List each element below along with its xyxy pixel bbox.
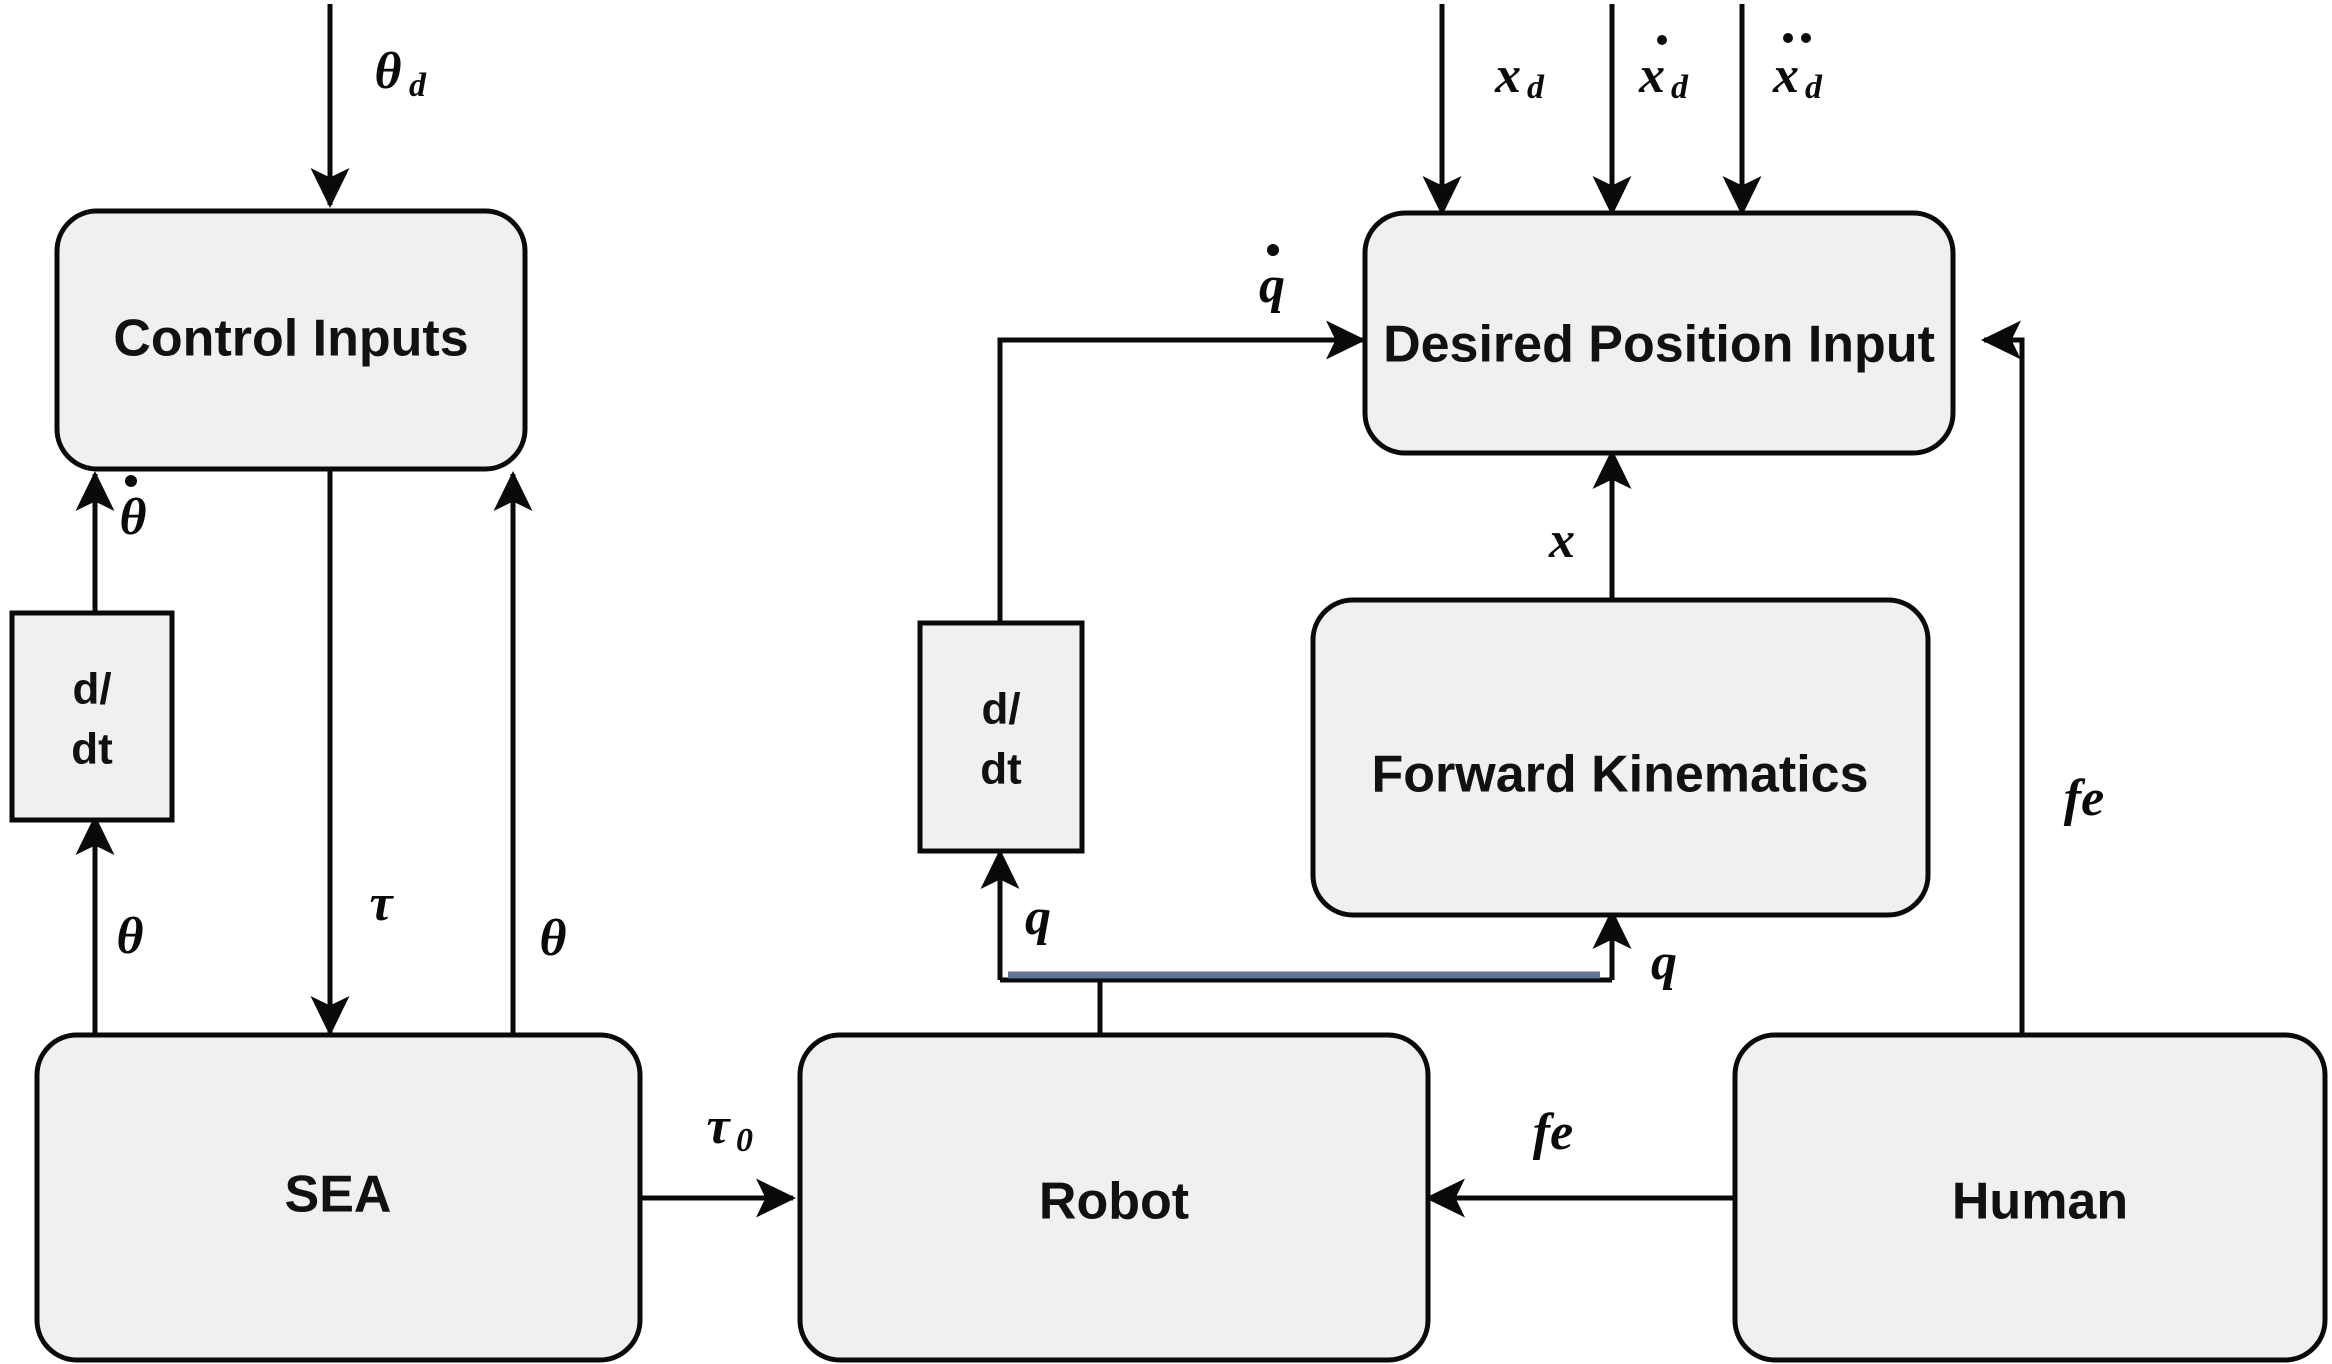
signal-label-fe-right: fe (2064, 770, 2104, 827)
signal-label-tau-0: τ 0 (706, 1098, 753, 1159)
signal-label-x-d: x d (1494, 47, 1545, 106)
block-control-inputs-shape (54, 208, 528, 472)
block-ddt-left-shape (9, 610, 175, 823)
signal-x-d-sub: d (1527, 69, 1545, 106)
block-ddt-right-line1: d/ (981, 685, 1020, 734)
signal-x-d-dot-sub: d (1671, 69, 1689, 106)
block-human-shape (1732, 1032, 2328, 1363)
signal-theta-dot-overdot (125, 475, 137, 487)
block-desired-position-input-shape (1362, 210, 1956, 456)
signal-x-d-ddot-sub: d (1805, 69, 1823, 106)
block-ddt-right[interactable]: d/ dt (917, 620, 1085, 854)
signal-x-d-dot-overdot (1657, 35, 1667, 45)
wire-fe-right (1981, 320, 2025, 1120)
signal-label-x: x (1548, 512, 1575, 569)
block-forward-kinematics[interactable]: Forward Kinematics (1310, 597, 1931, 918)
block-forward-kinematics-shape (1310, 597, 1931, 918)
signal-x-d-dot-base: x (1638, 47, 1665, 104)
block-ddt-right-line2: dt (980, 745, 1022, 794)
block-ddt-left-line2: dt (71, 725, 113, 774)
signal-x-d-ddot-overdot-1 (1783, 33, 1793, 43)
signal-label-theta-dot: θ (120, 475, 147, 546)
signal-q-dot-base: q (1259, 257, 1285, 314)
signal-label-x-d-dot: x d (1638, 35, 1689, 106)
block-ddt-left[interactable]: d/ dt (9, 610, 175, 823)
block-robot-label: Robot (1039, 1173, 1189, 1231)
signal-theta-dot-base: θ (120, 489, 147, 546)
block-forward-kinematics-label: Forward Kinematics (1371, 746, 1868, 804)
block-control-inputs-label: Control Inputs (113, 310, 468, 368)
block-ddt-left-line1: d/ (72, 665, 111, 714)
signal-label-q-b: q (1651, 934, 1677, 991)
signal-label-theta-d: θ d (375, 43, 428, 104)
signal-theta-d-sub: d (409, 67, 427, 104)
signal-label-tau: τ (369, 875, 394, 932)
signal-tau-0-sub: 0 (736, 1122, 753, 1159)
block-human-label: Human (1952, 1173, 2128, 1231)
block-ddt-right-shape (917, 620, 1085, 854)
signal-x-d-ddot-base: x (1772, 47, 1799, 104)
block-sea-label: SEA (285, 1166, 392, 1224)
block-desired-position-input[interactable]: Desired Position Input (1362, 210, 1956, 456)
signal-label-q-dot: q (1259, 244, 1285, 314)
signal-label-theta-a: θ (117, 908, 144, 965)
block-human[interactable]: Human (1732, 1032, 2328, 1363)
signal-label-fe-bottom: fe (1533, 1104, 1573, 1161)
block-robot[interactable]: Robot (797, 1032, 1431, 1363)
signal-theta-d-base: θ (375, 43, 402, 100)
block-robot-shape (797, 1032, 1431, 1363)
signal-q-dot-overdot (1267, 244, 1279, 256)
signal-x-d-base: x (1494, 47, 1521, 104)
signal-label-theta-b: θ (540, 910, 567, 967)
signal-label-q-a: q (1025, 889, 1051, 946)
signal-label-x-d-ddot: x d (1772, 33, 1823, 106)
signal-x-d-ddot-overdot-2 (1801, 33, 1811, 43)
block-sea-shape (34, 1032, 643, 1363)
block-sea[interactable]: SEA (34, 1032, 643, 1363)
wire-q-dot (997, 320, 1366, 622)
block-desired-position-input-label: Desired Position Input (1383, 316, 1935, 374)
signal-tau-0-base: τ (706, 1098, 731, 1155)
block-control-inputs[interactable]: Control Inputs (54, 208, 528, 472)
